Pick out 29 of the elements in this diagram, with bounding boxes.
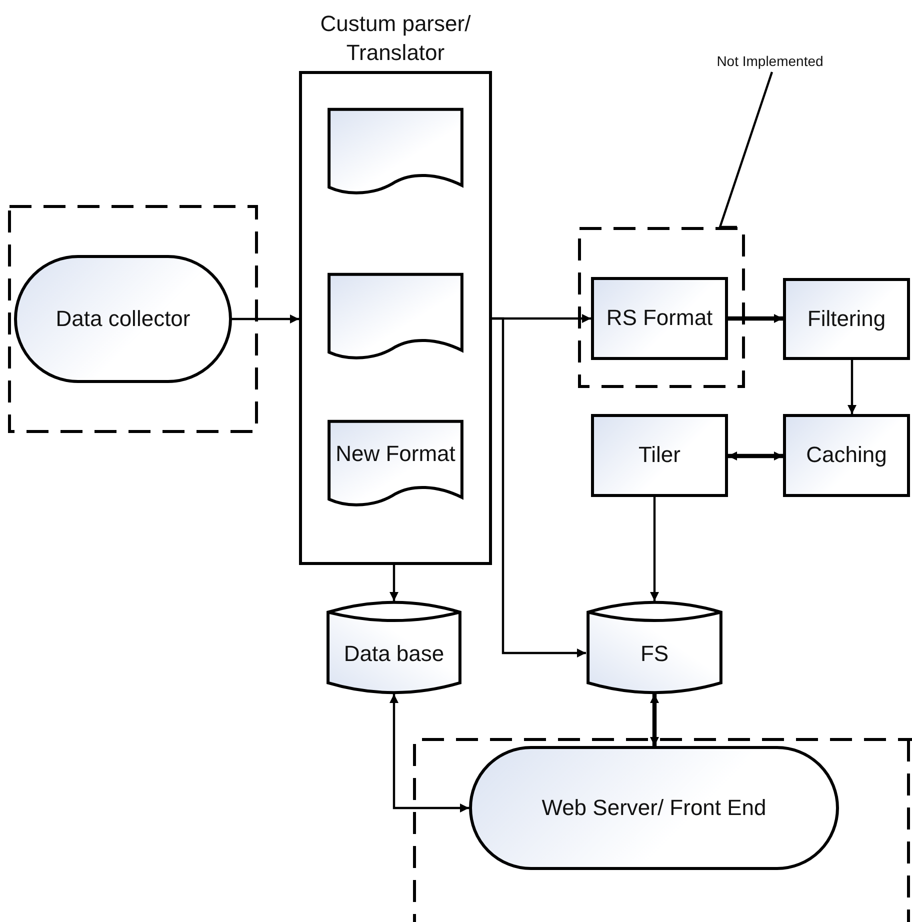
- node-label: New Format: [334, 440, 456, 468]
- arrow: [492, 317, 586, 658]
- dashed-group-boundary: [578, 227, 745, 388]
- arrow: [390, 694, 469, 812]
- node-label: FS: [639, 640, 670, 668]
- box-heading: Custum parser/ Translator: [319, 10, 472, 67]
- node-label: Not Implemented: [716, 52, 824, 70]
- node-label: Caching: [805, 441, 888, 470]
- arrow: [390, 565, 398, 601]
- arrow: [848, 360, 856, 414]
- arrow: [650, 694, 659, 746]
- node-label: Tiler: [638, 441, 682, 470]
- process-box: [591, 414, 728, 497]
- arrow: [728, 314, 783, 323]
- arrow: [728, 452, 783, 460]
- leader-line: [718, 72, 774, 228]
- process-box: [783, 278, 910, 360]
- node-label: Data collector: [54, 304, 192, 333]
- process-box: [591, 277, 728, 360]
- dashed-group-boundary: [8, 205, 258, 433]
- dashed-group-boundary: [413, 738, 910, 922]
- node-label: Data base: [342, 640, 446, 668]
- process-box: [783, 414, 910, 497]
- terminator-shape: [14, 255, 232, 383]
- node-label: Web Server/ Front End: [540, 794, 768, 822]
- node-label: Filtering: [806, 304, 887, 333]
- node-label: RS Format: [605, 304, 714, 332]
- arrow: [650, 497, 659, 601]
- arrow: [232, 314, 299, 324]
